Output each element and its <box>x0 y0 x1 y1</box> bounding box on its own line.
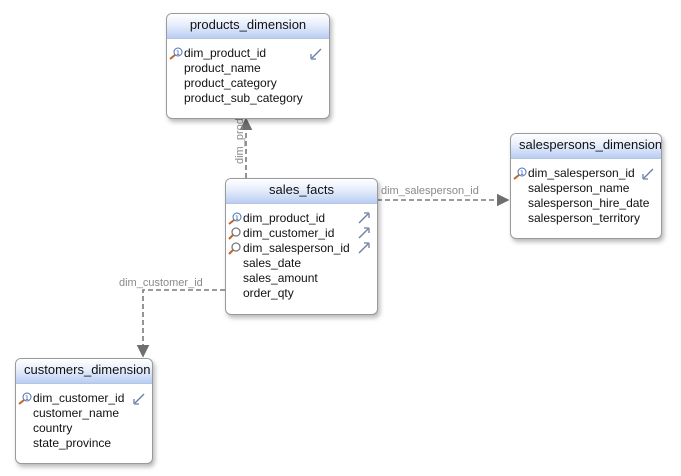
column-row[interactable]: dim_product_id <box>167 46 329 61</box>
column-row[interactable]: state_province <box>16 436 152 451</box>
sales-facts-title: sales_facts <box>226 179 377 204</box>
column-name: salesperson_territory <box>528 211 641 225</box>
primary-key-icon <box>18 392 32 405</box>
column-name: product_category <box>184 76 277 90</box>
primary-key-icon <box>513 167 527 180</box>
column-name: product_sub_category <box>184 91 303 105</box>
column-row[interactable]: sales_amount <box>226 271 377 286</box>
column-name: state_province <box>33 436 112 450</box>
column-name: product_name <box>184 61 261 75</box>
pk-arrow-icon <box>641 167 655 180</box>
column-name: salesperson_hire_date <box>528 196 650 210</box>
column-row[interactable]: dim_customer_id <box>226 226 377 241</box>
customer-relationship-label: dim_customer_id <box>119 277 203 289</box>
column-row[interactable]: salesperson_territory <box>511 211 661 226</box>
column-name: dim_customer_id <box>33 391 125 405</box>
column-row[interactable]: sales_date <box>226 256 377 271</box>
column-name: dim_product_id <box>184 46 267 60</box>
fk-arrow-icon <box>357 212 371 225</box>
column-name: customer_name <box>33 406 120 420</box>
column-row[interactable]: salesperson_hire_date <box>511 196 661 211</box>
column-row[interactable]: dim_salesperson_id <box>511 166 661 181</box>
column-row[interactable]: dim_salesperson_id <box>226 241 377 256</box>
sales-facts-table[interactable]: sales_facts dim_product_id dim_customer_… <box>225 178 378 315</box>
customers-dimension-title: customers_dimension <box>16 359 152 384</box>
product-relationship-label: dim_prod <box>234 118 246 164</box>
salespersons-dimension-title: salespersons_dimension <box>511 134 661 159</box>
primary-key-icon <box>169 47 183 60</box>
fk-arrow-icon <box>357 242 371 255</box>
column-row[interactable]: order_qty <box>226 286 377 301</box>
column-name: dim_salesperson_id <box>528 166 635 180</box>
column-name: dim_product_id <box>243 211 326 225</box>
salespersons-dimension-table[interactable]: salespersons_dimension dim_salesperson_i… <box>510 133 662 239</box>
column-row[interactable]: product_category <box>167 76 329 91</box>
column-name: salesperson_name <box>528 181 630 195</box>
column-name: sales_date <box>243 256 302 270</box>
primary-key-icon <box>228 212 242 225</box>
column-row[interactable]: country <box>16 421 152 436</box>
customer-relationship-line <box>136 289 225 358</box>
foreign-key-icon <box>228 242 242 255</box>
column-row[interactable]: product_name <box>167 61 329 76</box>
column-row[interactable]: dim_customer_id <box>16 391 152 406</box>
products-dimension-title: products_dimension <box>167 14 329 39</box>
column-row[interactable]: salesperson_name <box>511 181 661 196</box>
column-row[interactable]: dim_product_id <box>226 211 377 226</box>
column-name: dim_salesperson_id <box>243 241 350 255</box>
column-row[interactable]: customer_name <box>16 406 152 421</box>
products-dimension-table[interactable]: products_dimension dim_product_id produc… <box>166 13 330 119</box>
column-name: sales_amount <box>243 271 318 285</box>
fk-arrow-icon <box>357 227 371 240</box>
column-name: dim_customer_id <box>243 226 335 240</box>
column-name: order_qty <box>243 286 294 300</box>
column-name: country <box>33 421 73 435</box>
column-row[interactable]: product_sub_category <box>167 91 329 106</box>
pk-arrow-icon <box>132 392 146 405</box>
foreign-key-icon <box>228 227 242 240</box>
salesperson-relationship-label: dim_salesperson_id <box>381 185 479 197</box>
pk-arrow-icon <box>309 47 323 60</box>
customers-dimension-table[interactable]: customers_dimension dim_customer_id cust… <box>15 358 153 464</box>
